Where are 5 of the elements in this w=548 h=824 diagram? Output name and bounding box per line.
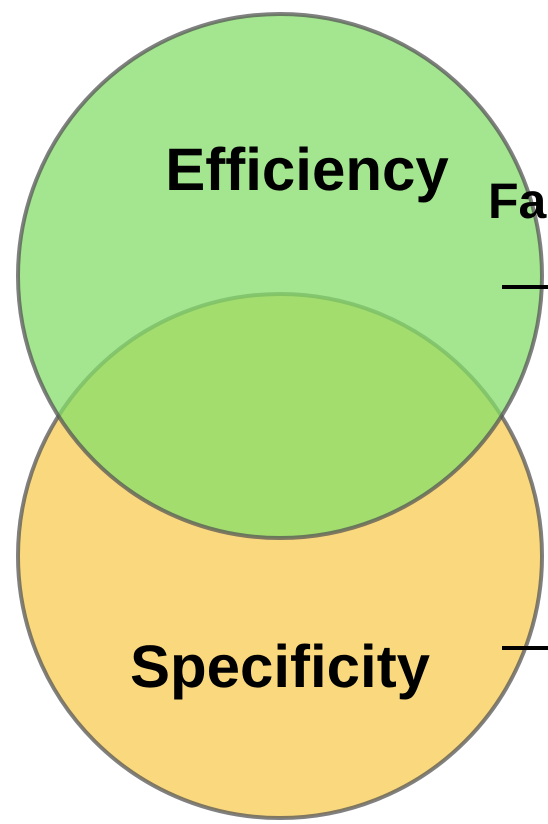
heading-text: Fa bbox=[488, 172, 546, 230]
leader-line bbox=[502, 646, 548, 650]
set-label: Specificity bbox=[130, 632, 430, 701]
set-label: Efficiency bbox=[165, 135, 449, 204]
leader-line bbox=[502, 285, 548, 289]
